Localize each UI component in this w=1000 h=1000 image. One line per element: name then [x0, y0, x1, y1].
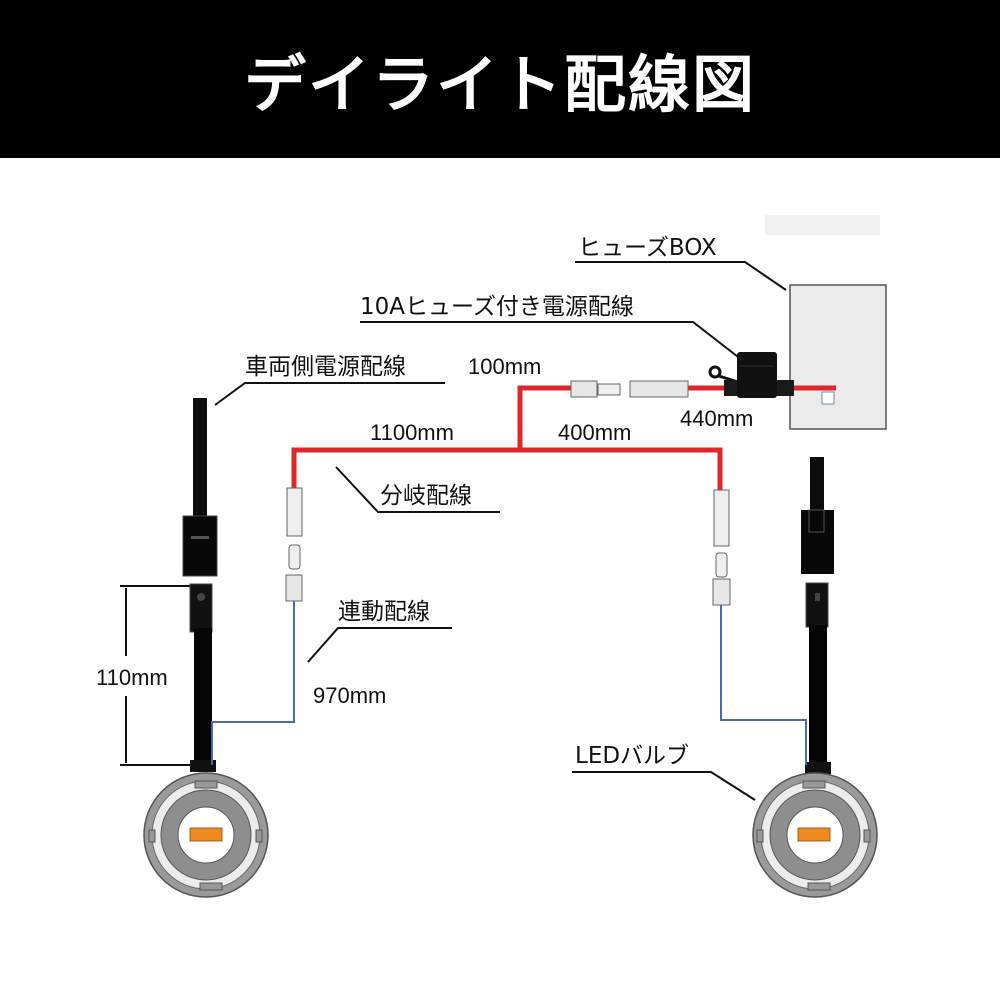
dim-100mm: 100mm [468, 354, 541, 379]
label-led-bulb: LEDバルブ [575, 743, 689, 769]
connector-tip [597, 383, 621, 396]
right-led-chip [797, 827, 831, 842]
right-vehicle-harness [801, 457, 834, 774]
fuse-holder-cap [737, 352, 777, 398]
leader-branch-wire [335, 466, 500, 513]
dim-1100mm: 1100mm [370, 420, 454, 445]
dimension-110mm [120, 585, 192, 766]
leader-led-bulb [572, 771, 756, 801]
dim-440mm: 440mm [680, 406, 753, 431]
label-fused-power-wire: 10Aヒューズ付き電源配線 [360, 294, 634, 320]
right-harness-coupler [801, 510, 834, 574]
left-harness-coupler [182, 515, 218, 577]
leader-vehicle-wire [214, 382, 445, 406]
right-branch-connector [712, 489, 731, 606]
label-vehicle-power-wire: 車両側電源配線 [245, 354, 406, 380]
leader-linked-wire [307, 627, 452, 663]
power-wire-riser [517, 385, 572, 448]
left-led-bulb [143, 772, 269, 898]
fuse-ring-terminal [708, 365, 722, 379]
left-bulb-lead [194, 628, 212, 766]
fuse-box-shadow [765, 215, 880, 235]
leader-fuse-wire [360, 321, 743, 361]
right-led-bulb [752, 772, 878, 898]
dim-970mm: 970mm [313, 683, 386, 708]
branch-wire-main [291, 447, 723, 492]
leader-lines [214, 261, 787, 801]
left-signal-wire [211, 601, 295, 765]
left-bulb-coupler [189, 583, 213, 633]
right-signal-wire [720, 605, 807, 765]
label-fuse-box: ヒューズBOX [578, 235, 717, 261]
left-connector-sleeve [286, 487, 303, 537]
label-branch-wire: 分岐配線 [380, 483, 472, 509]
fuse-box-body [789, 284, 887, 430]
right-harness-wire [810, 457, 824, 512]
connector-female [629, 380, 689, 398]
dim-110mm: 110mm [96, 665, 168, 690]
fuse-holder [708, 352, 794, 398]
fuse-box [765, 215, 887, 430]
header-banner: デイライト配線図 [0, 0, 1000, 158]
left-harness-wire [193, 398, 207, 518]
right-bulb-lead [809, 625, 827, 765]
page-title: デイライト配線図 [243, 48, 756, 121]
left-vehicle-harness [182, 398, 218, 772]
leader-fuse-box [575, 261, 787, 291]
left-branch-connector [285, 487, 303, 602]
right-bulb-coupler [805, 582, 829, 628]
right-connector-sleeve [713, 489, 730, 547]
left-led-chip [189, 827, 223, 842]
top-connectors [570, 380, 689, 398]
connector-male [570, 380, 598, 398]
dim-400mm: 400mm [558, 420, 631, 445]
label-linked-wire: 連動配線 [338, 599, 430, 625]
fuse-slot-icon [821, 391, 835, 405]
